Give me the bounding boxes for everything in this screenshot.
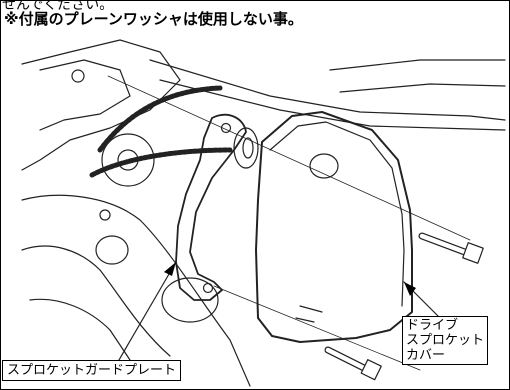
sprocket-cover-edge: [269, 121, 405, 307]
bolt-upper: [418, 232, 484, 264]
guard-leader-line: [111, 261, 177, 373]
guard-label-text: スプロケットガードプレート: [7, 363, 177, 378]
drive-sprocket-cover-label: ドライブ スプロケット カバー: [402, 316, 489, 365]
cover-label-line-2: スプロケット: [406, 333, 485, 348]
drive-sprocket-hub: [117, 149, 139, 171]
case-boss: [95, 235, 129, 265]
washer-note: ※付属のプレーンワッシャは使用しない事。: [4, 10, 303, 28]
engine-case-sketch: [29, 298, 131, 361]
swingarm-sketch: [149, 59, 506, 121]
alignment-line: [213, 285, 421, 371]
swingarm-sketch: [339, 83, 506, 93]
damper-ring: [233, 127, 259, 169]
cover-boss: [309, 153, 339, 179]
clipped-instruction-text: せんでください。: [2, 0, 114, 13]
sprocket-cover: [255, 111, 413, 343]
engine-case-sketch: [21, 194, 251, 387]
case-boss: [161, 277, 219, 323]
swingarm-sketch: [329, 59, 506, 71]
bolt-hole: [71, 69, 85, 83]
sprocket-guard-plate-label: スプロケットガードプレート: [2, 360, 182, 381]
guard-leader-arrow: [164, 262, 176, 276]
cover-leader-arrow: [404, 282, 416, 296]
alignment-line: [107, 75, 471, 241]
chain-sketch: [97, 85, 223, 153]
chain-sketch: [89, 147, 233, 178]
frame-sketch: [39, 59, 131, 131]
frame-sketch: [21, 39, 181, 171]
cover-detail: [295, 305, 323, 323]
bolt-lower: [324, 346, 382, 381]
cover-label-line-3: カバー: [406, 348, 446, 363]
guard-plate: [175, 113, 247, 301]
bolt-hole: [99, 209, 111, 221]
swingarm-sketch: [159, 79, 506, 131]
guard-plate-hole: [220, 122, 232, 134]
cover-label-line-1: ドライブ: [406, 318, 459, 333]
drive-sprocket: [101, 133, 155, 187]
guard-plate-hole: [202, 282, 214, 294]
engine-case-sketch: [21, 245, 171, 357]
damper-ring: [242, 137, 254, 159]
